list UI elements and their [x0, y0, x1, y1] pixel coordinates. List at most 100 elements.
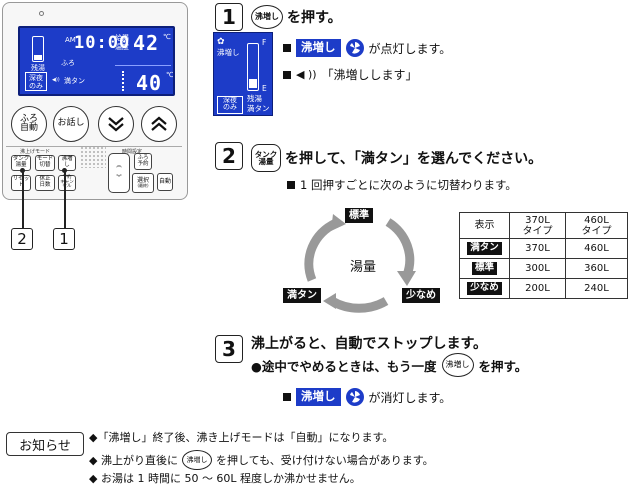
lcd-shinya: 深夜: [29, 74, 43, 82]
indicator-dot: [39, 11, 44, 16]
step1-number: 1: [215, 3, 243, 31]
step3-line: 沸増し が消灯します。: [283, 388, 451, 406]
bullet-square: [283, 44, 291, 52]
cycle-hyojun: 標準: [345, 208, 373, 223]
lcd-deg-top: ℃: [163, 33, 171, 41]
step1-wakimashi-button: 沸増し: [251, 5, 283, 29]
step3-sub-pre: ●途中でやめるときは、もう一度: [251, 358, 437, 374]
step1-line1-text: が点灯します。: [368, 41, 452, 56]
lcd-level-bars: [122, 71, 132, 91]
panel-time-label: 時間設定: [122, 149, 143, 155]
lcd-deg-bottom: ℃: [166, 71, 174, 79]
mini-mantan: 満タン: [247, 104, 270, 113]
furo-yoyaku-button[interactable]: ふろ 予約: [134, 153, 152, 170]
step2-text: を押して、「満タン」を選んでください。: [285, 151, 543, 167]
step2-sub: 1 回押すごとに次のように切替わります。: [287, 177, 517, 193]
lcd-shinya-badge: 深夜 のみ: [25, 72, 47, 91]
table-header: 370L タイプ: [509, 212, 566, 239]
step3-number: 3: [215, 335, 243, 363]
sentaku-sub: (最終): [137, 183, 149, 189]
wakimashi-small-button[interactable]: 沸増し: [58, 155, 76, 171]
remote-lcd-display: 残湯 AM 10:00 給湯 温度 42 ℃ ふろ 深夜 のみ ◀)) 満タン …: [18, 26, 175, 96]
table-cell: 460L: [565, 238, 628, 259]
chevron-down-icon: [108, 117, 124, 132]
fan-icon: [345, 388, 364, 406]
sentaku-button[interactable]: 選択 (最終): [132, 173, 154, 193]
cycle-sukuname: 少なめ: [402, 288, 440, 303]
callout-2: 2: [11, 228, 33, 250]
cycle-arrows: [304, 214, 416, 313]
table-row: 少なめ 200L 240L: [459, 278, 628, 299]
yoyaku-cancel-button[interactable]: 予約 キャンセル: [58, 175, 76, 191]
panel-mode-label: 沸上げモード: [20, 149, 51, 155]
table-header: 460L タイプ: [565, 212, 628, 239]
sentaku-label: 選択: [136, 176, 149, 184]
remote-lower-panel: 沸上げモード 時間設定 タンク 湯量 モード 切替 沸増し リセット 休止 日数…: [6, 146, 182, 196]
table-row: 標準 300L 360L: [459, 258, 628, 279]
step3-wakimashi-button: 沸増し: [441, 353, 474, 377]
lcd-settei-label: 温度: [115, 43, 129, 51]
table-row: 満タン 370L 460L: [459, 238, 628, 259]
speaker-grille: [80, 146, 106, 168]
step1-line1: 沸増し が点灯します。: [283, 39, 451, 57]
bullet-square: [283, 393, 291, 401]
notice-item: ◆ 沸上がり直後に 沸増し を押しても、受け付けない場合があります。: [89, 450, 434, 470]
chevron-up-icon: [151, 116, 167, 131]
wakimashi-label-lit: 沸増し: [296, 39, 341, 57]
table-header-row: 表示 370L タイプ 460L タイプ: [459, 212, 628, 239]
table-cell: 200L: [509, 278, 566, 299]
lcd-furo-label: ふろ: [61, 59, 75, 67]
step1-text: を押す。: [287, 10, 342, 26]
fan-icon: [345, 39, 364, 57]
step2-sub-text: 1 回押すごとに次のように切替わります。: [300, 178, 517, 192]
small-up-icon: ︽: [116, 163, 122, 170]
kyushi-button[interactable]: 休止 日数: [35, 175, 55, 191]
step1-mini-display: ✿ 沸増し F E 残湯 深夜 のみ 満タン: [213, 32, 273, 116]
notice-text: ◆ 沸上がり直後に: [89, 454, 178, 467]
table-cell: 300L: [509, 258, 566, 279]
lcd-speaker-icon: ◀)): [52, 77, 60, 83]
ohanashi-button[interactable]: お話し: [53, 106, 89, 142]
step1-heading: 沸増し を押す。: [251, 5, 342, 29]
table-header: 表示: [459, 212, 510, 239]
cycle-mantan: 満タン: [283, 288, 321, 303]
notice-wakimashi-button: 沸増し: [181, 450, 212, 470]
notice-text: ◆ お湯は 1 時間に 50 〜 60L 程度しか沸かせません。: [89, 472, 361, 485]
mini-shinya-badge: 深夜 のみ: [217, 96, 243, 114]
notice-text: ◆「沸増し」終了後、沸き上げモードは「自動」になります。: [89, 431, 394, 444]
notice-label: お知らせ: [6, 432, 84, 456]
mini-e: E: [262, 84, 267, 93]
step3-title: 沸上がると、自動でストップします。: [251, 336, 488, 352]
step2-heading: タンク 湯量 を押して、「満タン」を選んでください。: [251, 144, 542, 172]
notice-item: ◆「沸増し」終了後、沸き上げモードは「自動」になります。: [89, 429, 393, 445]
furo-jido-button[interactable]: ふろ 自動: [11, 106, 47, 142]
tank-gauge-icon: [32, 36, 44, 62]
step3-sub: ●途中でやめるときは、もう一度 沸増し を押す。: [251, 353, 527, 377]
callout-line-1: [62, 168, 66, 228]
callout-line-2: [20, 168, 24, 228]
step3-sub-post: を押す。: [478, 358, 528, 374]
lcd-mantan-label: 満タン: [64, 77, 85, 85]
notice-text: を押しても、受け付けない場合があります。: [215, 454, 434, 467]
mode-kirikae-button[interactable]: モード 切替: [35, 155, 55, 171]
small-down-icon: ︾: [116, 175, 122, 181]
mini-zanyu: 残湯: [247, 94, 262, 103]
step3-line-text: が消灯します。: [368, 390, 452, 405]
table-cell: 360L: [565, 258, 628, 279]
up-button[interactable]: [141, 106, 177, 142]
table-cell: 370L: [509, 238, 566, 259]
mini-f: F: [262, 38, 267, 47]
table-cell-mode: 少なめ: [467, 282, 502, 295]
down-button[interactable]: [98, 106, 134, 142]
step1-line2-text: 「沸増しします」: [321, 68, 418, 82]
kettei-button[interactable]: 自動: [157, 173, 173, 191]
speaker-icon: ◀ )): [296, 68, 317, 81]
time-updown-button[interactable]: ︽ ︾: [108, 153, 130, 193]
notice-item: ◆ お湯は 1 時間に 50 〜 60L 程度しか沸かせません。: [89, 470, 361, 485]
lcd-zanyu-label: 残湯: [31, 64, 45, 72]
reset-button[interactable]: リセット: [11, 175, 31, 191]
mini-wakimashi: 沸増し: [217, 48, 240, 57]
lcd-divider: [115, 65, 171, 66]
step1-line2: ◀ )) 「沸増しします」: [283, 66, 418, 83]
mini-tank-gauge: [247, 43, 259, 91]
